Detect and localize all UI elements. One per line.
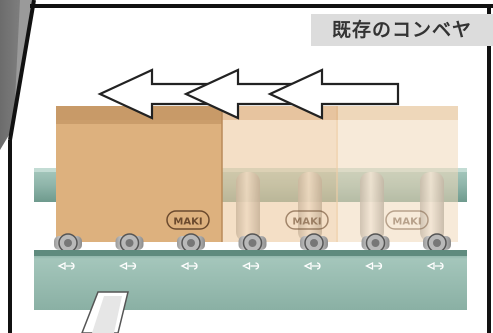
frame-mark-5 bbox=[303, 261, 321, 271]
frame-mark-4 bbox=[242, 261, 260, 271]
logo-text-2: MAKI bbox=[292, 217, 321, 228]
roller-5 bbox=[300, 233, 328, 253]
roller-7 bbox=[423, 233, 451, 253]
front-frame-lip bbox=[34, 250, 467, 256]
frame-mark-3 bbox=[180, 261, 198, 271]
leg-bracket-inner bbox=[92, 296, 122, 333]
roller-4 bbox=[238, 233, 267, 253]
cardboard-box bbox=[56, 106, 223, 242]
roller-2 bbox=[115, 233, 144, 253]
wall-post-outline bbox=[8, 0, 36, 141]
box-ghost-1 bbox=[220, 106, 338, 242]
frame-mark-6 bbox=[365, 261, 383, 271]
frame-mark-7 bbox=[426, 261, 444, 271]
frame-mark-1 bbox=[57, 261, 75, 271]
box-ghost-2 bbox=[336, 106, 458, 242]
roller-3 bbox=[177, 233, 205, 253]
caption-label: 既存のコンベヤ bbox=[311, 14, 493, 46]
logo-badge-2: MAKI bbox=[285, 210, 329, 230]
logo-badge-1: MAKI bbox=[166, 210, 210, 230]
roller-1 bbox=[54, 233, 82, 253]
frame-marks bbox=[57, 261, 444, 271]
logo-badge-3: MAKI bbox=[385, 210, 429, 230]
roller-row bbox=[54, 233, 451, 253]
frame-mark-2 bbox=[119, 261, 137, 271]
logo-text-1: MAKI bbox=[173, 217, 202, 228]
roller-6 bbox=[361, 233, 390, 253]
left-arrow-3 bbox=[267, 68, 400, 120]
logo-text-3: MAKI bbox=[392, 217, 421, 228]
direction-arrows bbox=[97, 68, 400, 120]
